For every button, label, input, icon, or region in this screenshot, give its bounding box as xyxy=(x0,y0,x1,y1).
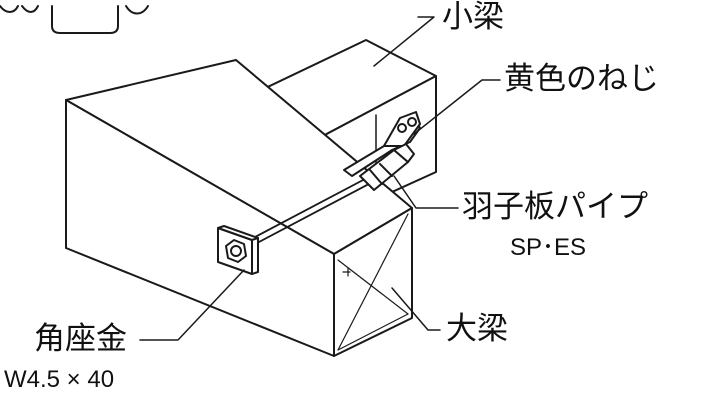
label-washer-spec: W4.5 × 40 xyxy=(4,366,115,393)
label-pipe: 羽子板パイプ xyxy=(462,189,648,225)
leader-lines xyxy=(139,16,501,341)
leader-small-beam xyxy=(373,16,435,67)
leader-pipe xyxy=(393,175,459,209)
label-pipe-model: SP･ES xyxy=(510,234,587,261)
hagoita-pipe xyxy=(237,143,415,253)
square-washer xyxy=(217,225,259,275)
top-fragment xyxy=(0,5,149,34)
leader-square-washer xyxy=(139,269,245,341)
leader-main-beam xyxy=(391,287,441,331)
label-small-beam: 小梁 xyxy=(442,0,504,35)
leader-yellow-screw xyxy=(413,79,501,135)
label-yellow-screw: 黄色のねじ xyxy=(504,61,659,97)
main-beam xyxy=(65,59,413,357)
label-square-washer: 角座金 xyxy=(34,321,127,357)
label-main-beam: 大梁 xyxy=(446,311,508,347)
